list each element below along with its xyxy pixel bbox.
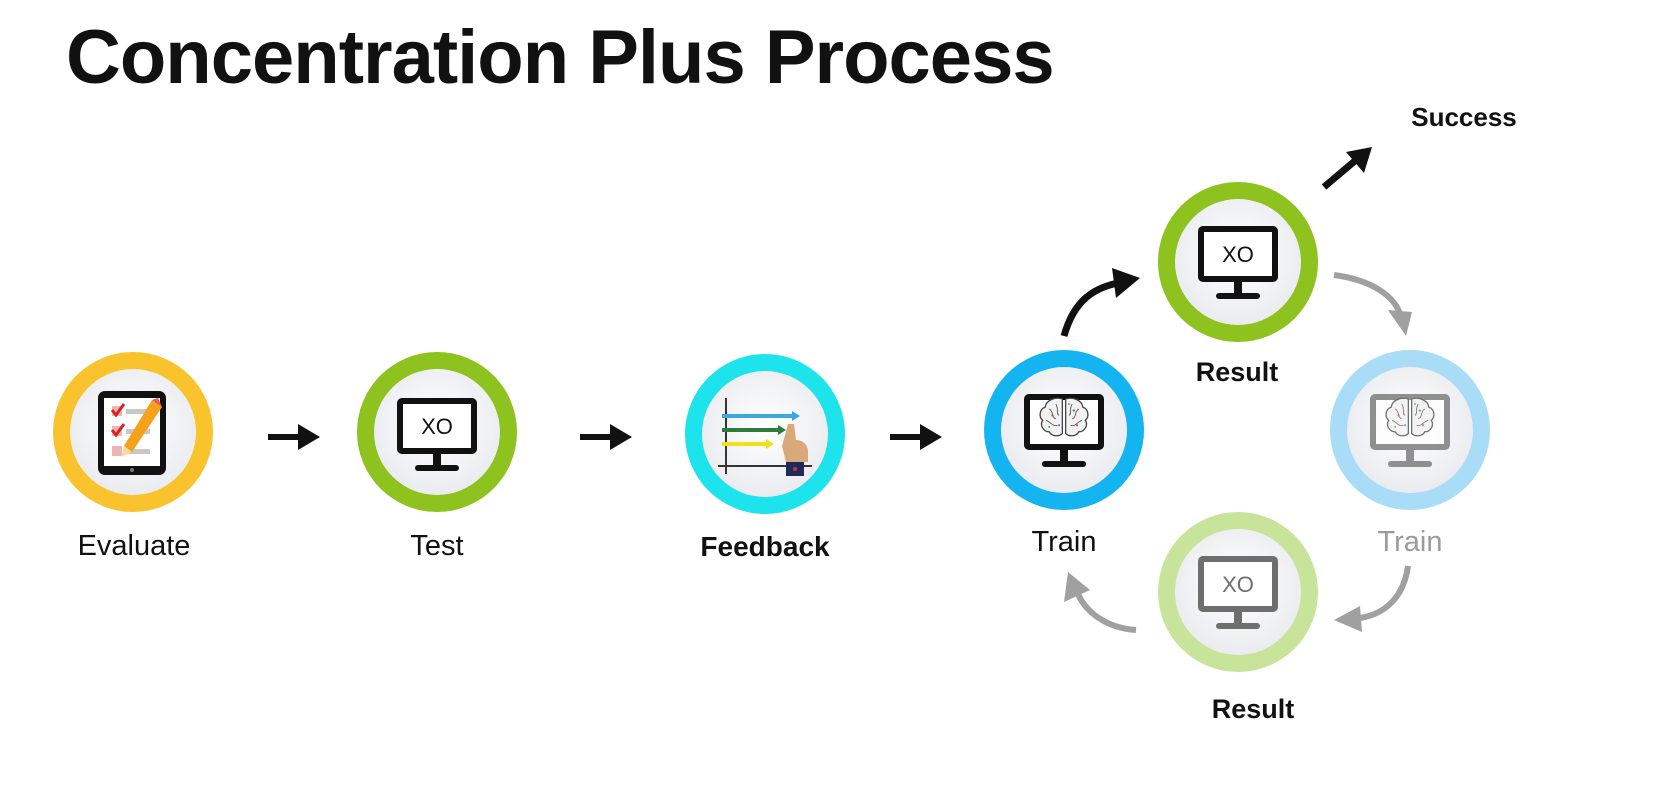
feedback-label: Feedback [700,531,830,562]
arrow-result-to-train [1064,572,1137,633]
arrow-evaluate-to-test [268,424,320,450]
arrow-result-to-success [1321,147,1372,190]
train-faded-node [1330,350,1490,510]
test-label: Test [410,530,464,562]
train-label: Train [1031,526,1097,558]
train-active-node [984,350,1144,510]
evaluate-node [53,352,213,512]
arrow-test-to-feedback [580,424,632,450]
test-node: XO [357,352,517,512]
evaluate-label: Evaluate [77,530,191,562]
page-title: Concentration Plus Process [66,15,1055,100]
result-top-label: Result [1195,357,1279,387]
train-faded-label: Train [1377,526,1443,558]
test-screen-text: XO [421,414,453,439]
result-bottom-label: Result [1211,694,1295,724]
arrow-feedback-to-train [890,424,942,450]
result-bottom-node: XO [1158,512,1318,672]
arrow-train-to-result [1060,268,1140,337]
arrow-train-faded-to-result [1334,565,1411,632]
result-top-node: XO [1158,182,1318,342]
success-label: Success [1411,102,1517,132]
monitor-xo-icon: XO [1198,226,1278,299]
monitor-xo-icon: XO [1198,556,1278,629]
chart-hand-icon [718,398,812,476]
result-bottom-screen-text: XO [1222,572,1254,597]
monitor-xo-icon: XO [397,398,477,471]
result-top-screen-text: XO [1222,242,1254,267]
arrow-result-to-train-faded [1333,272,1412,336]
feedback-node [685,354,845,514]
tablet-checklist-icon [98,391,166,475]
